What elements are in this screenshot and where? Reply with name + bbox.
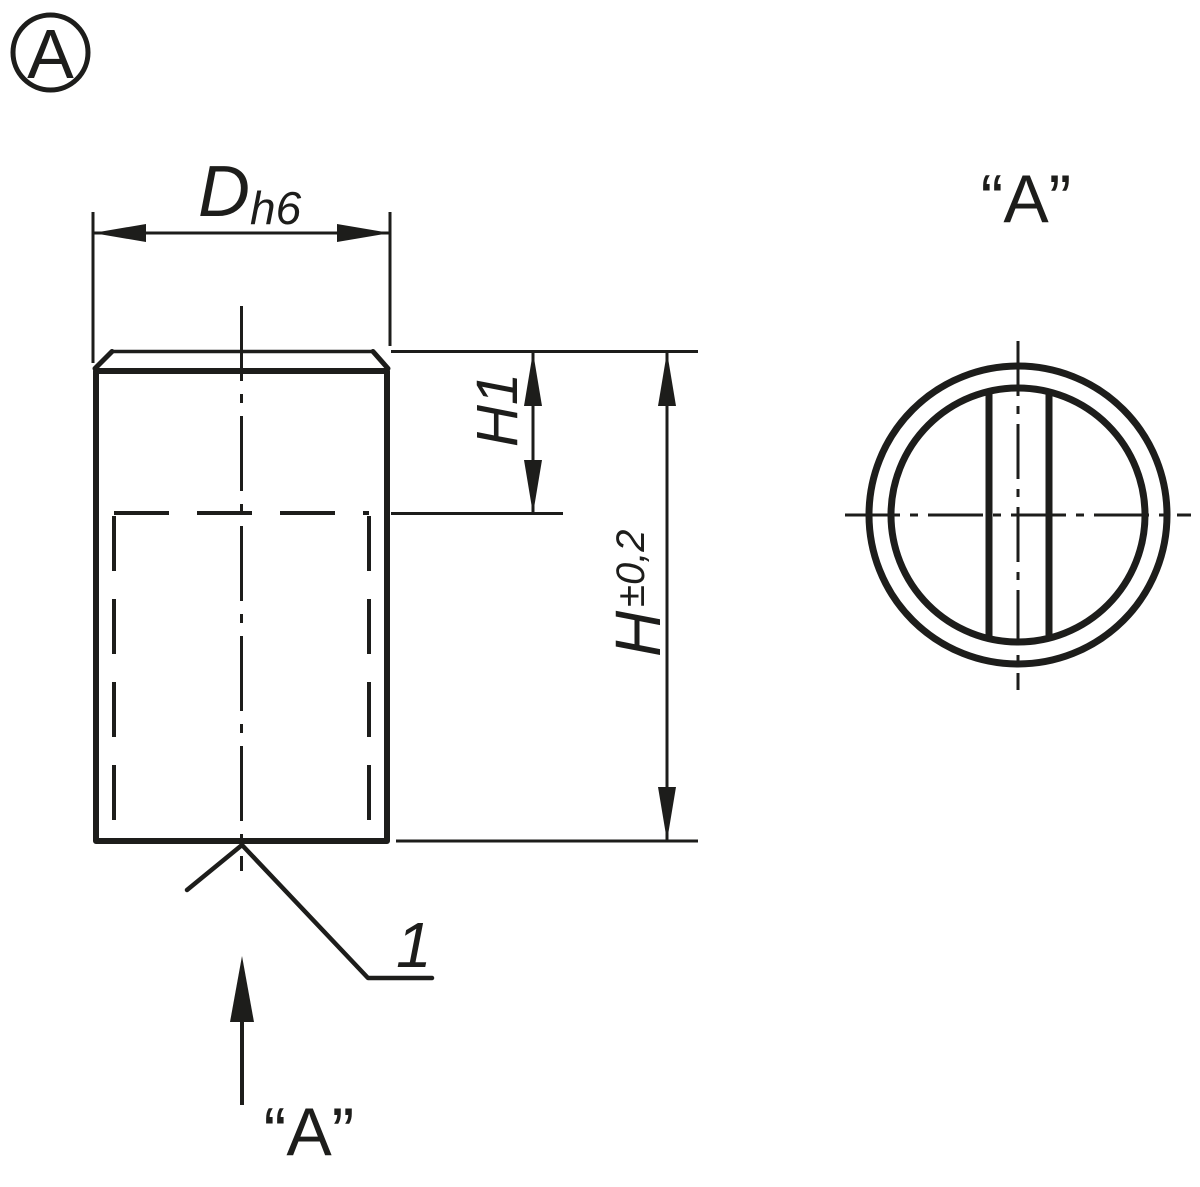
dimension-h: H ±0,2 <box>391 350 698 843</box>
view-a: “A” <box>845 161 1191 690</box>
view-direction: “A” <box>230 956 354 1170</box>
detail-marker-circle <box>10 12 91 93</box>
chamfer-right-line <box>370 349 391 371</box>
detail-marker-label: A <box>27 15 74 93</box>
dim-d-symbol: D <box>198 152 250 232</box>
dim-d-arrow-right <box>337 224 390 242</box>
dim-h1-arrow-top <box>524 352 542 406</box>
callout-leader-line <box>239 842 435 981</box>
callout-1: 1 <box>184 842 435 981</box>
detail-marker: A <box>10 12 91 93</box>
chamfer-left-line <box>92 349 115 371</box>
dim-h-arrow-bottom <box>658 787 676 841</box>
callout-barb-line <box>184 842 245 893</box>
dim-h-tolerance: ±0,2 <box>609 529 653 607</box>
dim-d-tolerance: h6 <box>250 182 302 234</box>
part-outline <box>93 368 390 844</box>
dim-h-arrow-top <box>658 352 676 406</box>
view-direction-arrow-head <box>230 956 254 1022</box>
dim-d-arrow-left <box>93 224 146 242</box>
dim-h1-label: H1 <box>465 373 530 447</box>
callout-label: 1 <box>396 909 432 981</box>
front-view <box>92 306 391 871</box>
dimension-d: D h6 <box>91 152 392 363</box>
view-direction-label: “A” <box>264 1094 355 1170</box>
view-a-title: “A” <box>981 161 1072 237</box>
dim-h-symbol: H <box>602 610 674 657</box>
dimension-h1: H1 <box>391 352 563 515</box>
dim-h1-arrow-bottom <box>524 460 542 514</box>
